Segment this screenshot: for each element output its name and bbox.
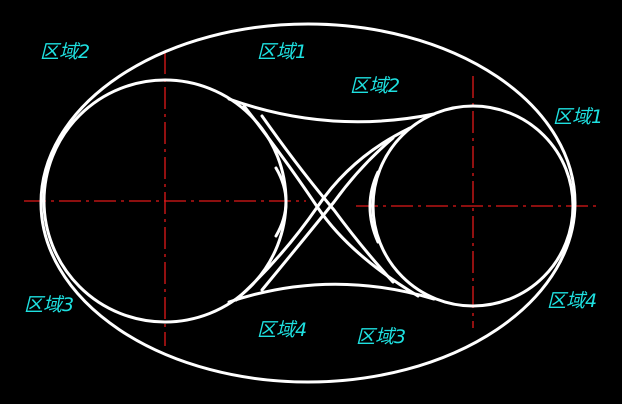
region-labels: 区域2 区域1 区域2 区域1 区域3 区域4 区域3 区域4 — [24, 41, 603, 348]
tangent-arc-bottom — [227, 282, 436, 304]
inner-arc-left — [274, 166, 288, 238]
label-outer-left-bottom: 区域3 — [24, 294, 74, 316]
label-inner-top: 区域2 — [350, 75, 400, 97]
outline-geometry — [39, 22, 577, 384]
cross-arc-2 — [234, 126, 412, 302]
inner-arc-right — [368, 170, 380, 244]
label-inner-bottom: 区域3 — [356, 326, 406, 348]
label-outer-right-bottom: 区域4 — [547, 290, 597, 312]
right-circle — [371, 104, 575, 308]
label-outer-right-top: 区域1 — [553, 106, 603, 128]
label-outer-top-center: 区域1 — [257, 41, 307, 63]
center-lines — [24, 52, 596, 346]
tangent-arc-top — [227, 97, 436, 124]
cross-arc-4 — [260, 136, 395, 292]
cross-arc-3 — [260, 114, 395, 284]
label-outer-bottom-center-left: 区域4 — [257, 319, 307, 341]
label-outer-top-left: 区域2 — [40, 41, 90, 63]
outer-ellipse — [39, 22, 577, 384]
